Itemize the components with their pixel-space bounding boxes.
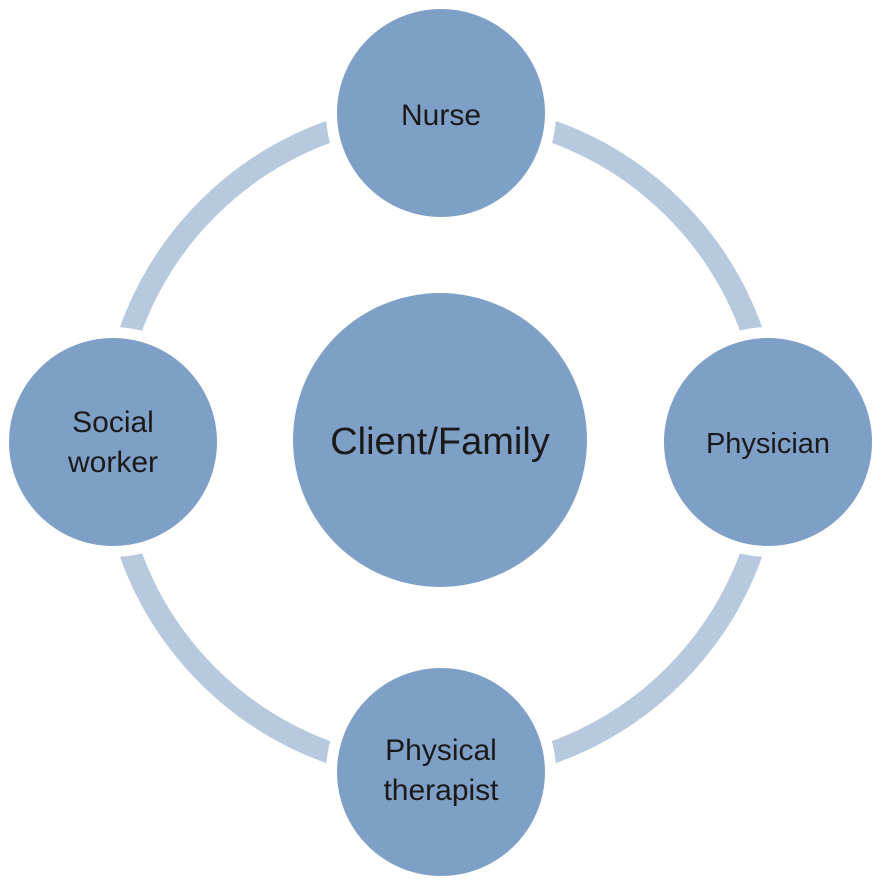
node-social-worker: Social worker (9, 338, 217, 546)
node-physical-therapist-label-line1: Physical (385, 734, 497, 767)
node-social-worker-label-line2: worker (67, 446, 158, 479)
center-node-label: Client/Family (330, 421, 550, 463)
node-physician: Physician (664, 338, 872, 546)
center-node (293, 293, 587, 587)
node-physician-label: Physician (706, 428, 830, 460)
node-nurse-label: Nurse (401, 99, 481, 132)
node-nurse: Nurse (337, 9, 545, 217)
node-physical-therapist: Physical therapist (337, 668, 545, 876)
node-social-worker-label-line1: Social (72, 406, 154, 439)
node-physical-therapist-label-line2: therapist (383, 774, 499, 807)
